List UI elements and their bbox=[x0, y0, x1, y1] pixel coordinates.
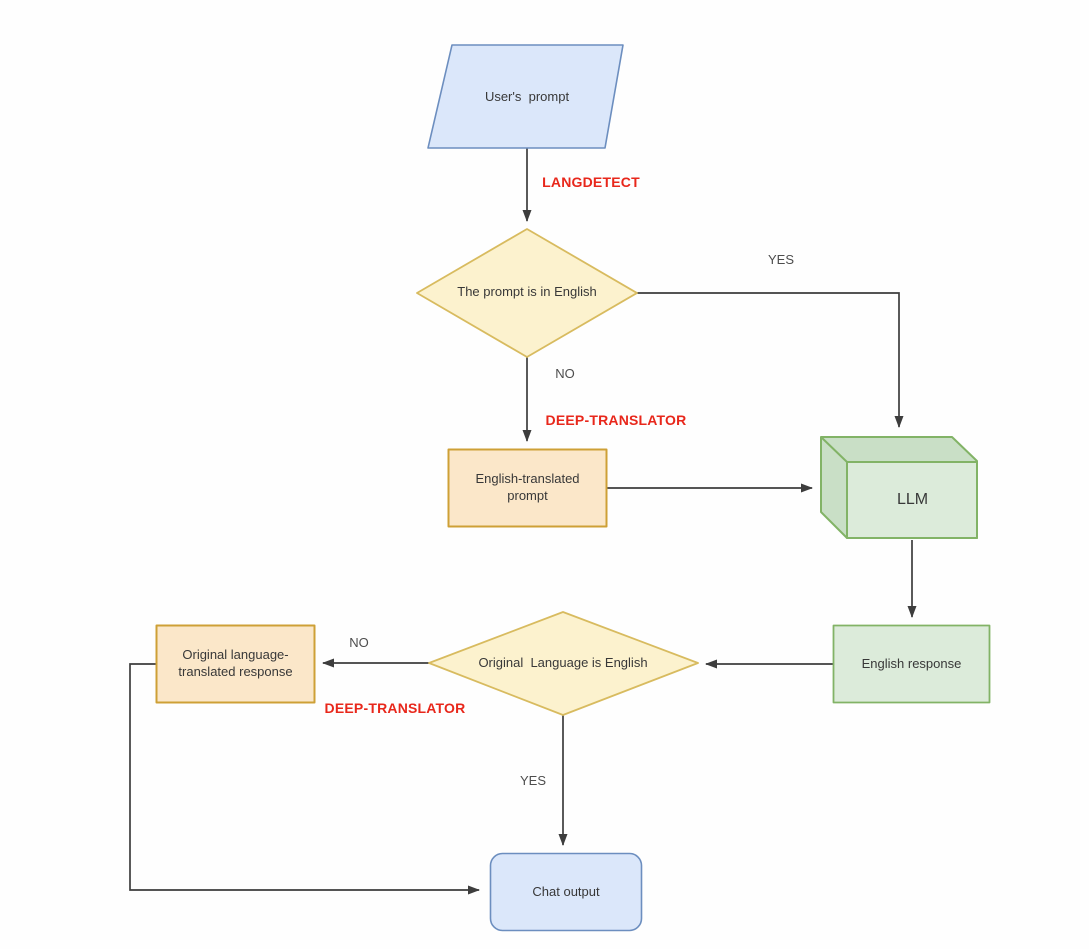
english-response-shape bbox=[832, 624, 991, 704]
chat-output-shape bbox=[489, 852, 643, 932]
edge-decision-yes-to-llm bbox=[637, 292, 904, 428]
response-decision-shape bbox=[428, 611, 699, 716]
user-prompt-shape bbox=[427, 44, 624, 149]
prompt-decision-shape bbox=[416, 228, 638, 358]
llm-cube-front bbox=[846, 461, 978, 539]
translated-response-shape bbox=[155, 624, 316, 704]
translated-prompt-shape bbox=[447, 448, 608, 528]
edge-translated-response-to-chat-output bbox=[129, 663, 480, 895]
llm-cube-fold bbox=[820, 436, 848, 463]
